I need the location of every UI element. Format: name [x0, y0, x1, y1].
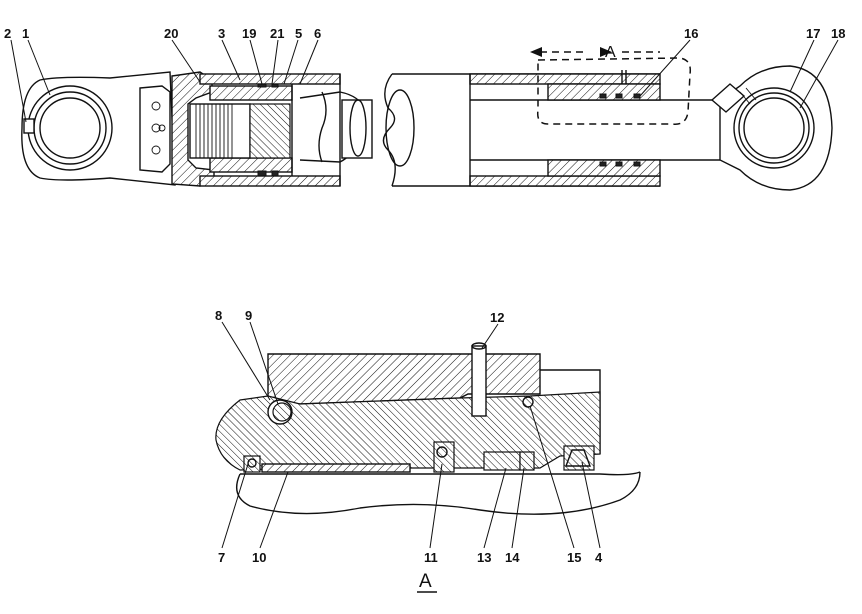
callout-1: 1	[22, 26, 29, 41]
callout-19: 19	[242, 26, 256, 41]
detail-callouts: 8 9 12 7 10 11 13 14 15 4	[215, 308, 603, 565]
callout-4: 4	[595, 550, 603, 565]
cylinder-right-end	[382, 65, 833, 191]
callout-2: 2	[4, 26, 11, 41]
callout-6: 6	[314, 26, 321, 41]
detail-a-region: A	[530, 44, 692, 125]
callout-10: 10	[252, 550, 266, 565]
callout-18: 18	[831, 26, 845, 41]
callout-7: 7	[218, 550, 225, 565]
cylinder-left-end	[21, 71, 373, 187]
callout-9: 9	[245, 308, 252, 323]
callout-12: 12	[490, 310, 504, 325]
callout-11: 11	[424, 550, 438, 565]
section-label: A	[417, 571, 437, 593]
callout-13: 13	[477, 550, 491, 565]
detail-marker-a: A	[605, 44, 616, 61]
callout-8: 8	[215, 308, 222, 323]
section-label-a: A	[419, 571, 432, 592]
top-callouts: 2 1 20 3 19 21 5 6 16 17 18	[4, 26, 845, 41]
callout-leaders	[10, 39, 839, 549]
callout-21: 21	[270, 26, 284, 41]
callout-14: 14	[505, 550, 520, 565]
detail-a-section	[215, 342, 641, 515]
callout-17: 17	[806, 26, 820, 41]
callout-5: 5	[295, 26, 302, 41]
callout-15: 15	[567, 550, 581, 565]
callout-16: 16	[684, 26, 698, 41]
callout-3: 3	[218, 26, 225, 41]
callout-20: 20	[164, 26, 178, 41]
